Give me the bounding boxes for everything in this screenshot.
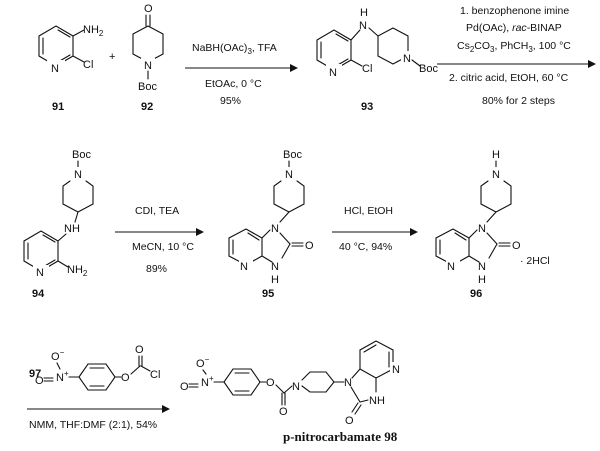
compound-98-label: p-nitrocarbamate 98 — [283, 429, 398, 444]
piperidine-nitrogen-label: N — [285, 169, 293, 181]
piperidine-hydrogen-label: H — [492, 149, 500, 161]
step4-reagent: HCl, EtOH — [344, 205, 393, 217]
nitro-oxygen2-label: O — [35, 375, 44, 387]
step4-conditions: 40 °C, 94% — [339, 241, 392, 253]
carbonyl-oxygen-label: O — [305, 240, 314, 252]
piperidine-nitrogen-label: N — [74, 169, 82, 181]
imidazolone-nh-label: NH — [369, 395, 385, 407]
reaction-arrow-3 — [115, 228, 204, 236]
step1-yield: 95% — [220, 95, 241, 107]
step2-yield: 80% for 2 steps — [482, 95, 555, 107]
compound-96-label: 96 — [470, 288, 482, 300]
plus-sign: + — [109, 51, 115, 63]
amine-label: NH2 — [67, 264, 88, 278]
chloro-label: Cl — [83, 59, 93, 71]
step5-conditions: NMM, THF:DMF (2:1), 54% — [29, 419, 157, 431]
pyridine-nitrogen-label: N — [51, 63, 59, 75]
amine-nitrogen-label: NH — [64, 223, 80, 235]
nitro-nitrogen-label: N+ — [56, 369, 69, 384]
compound-98-structure: O− N+ O O O N N N O NH — [180, 340, 404, 427]
boc-label: Boc — [419, 63, 438, 75]
pyridine-nitrogen-label: N — [36, 267, 44, 279]
amine-label: NH2 — [83, 24, 104, 38]
imidazolone-n3-label: N — [271, 261, 279, 273]
carbonyl-oxygen-label: O — [512, 240, 521, 252]
step2-line4: 2. citric acid, EtOH, 60 °C — [449, 72, 569, 84]
imidazolone-n3-label: N — [478, 261, 486, 273]
compound-94-structure: Boc N NH N NH2 — [23, 149, 94, 279]
imidazolone-carbonyl-oxygen-label: O — [345, 415, 354, 427]
pyridine-nitrogen-label: N — [392, 364, 400, 376]
imidazolone-n1-label: N — [478, 223, 486, 235]
compound-97-label: 97 — [29, 368, 41, 380]
step2-line3: Cs2CO3, PhCH3, 100 °C — [457, 40, 571, 54]
nitro-oxygen2-label: O — [180, 381, 189, 393]
step2-line1: 1. benzophenone imine — [460, 5, 569, 17]
pyridine-nitrogen-label: N — [240, 261, 248, 273]
piperidine-nitrogen-label: N — [492, 169, 500, 181]
boc-label: Boc — [138, 81, 157, 93]
ester-oxygen-label: O — [266, 377, 275, 389]
reaction-arrow-2 — [437, 60, 596, 68]
ester-oxygen-label: O — [121, 372, 130, 384]
piperidine-nitrogen-label: N — [403, 53, 411, 65]
carbonyl-oxygen-label: O — [135, 344, 144, 356]
nitro-oxygen-label: O− — [51, 348, 65, 363]
hcl-salt-label: · 2HCl — [520, 255, 550, 267]
compound-97-structure: 97 O− N+ O O O Cl — [29, 344, 160, 391]
step2-line2: Pd(OAc), rac-BINAP — [466, 22, 562, 34]
reaction-arrow-1 — [185, 64, 298, 72]
compound-94-label: 94 — [32, 288, 45, 300]
imidazolone-h-label: H — [271, 274, 279, 286]
nitro-nitrogen-label: N+ — [201, 374, 214, 389]
compound-93-label: 93 — [361, 101, 373, 113]
piperidine-nitrogen-label: N — [292, 381, 300, 393]
piperidine-nitrogen-label: N — [144, 60, 152, 72]
compound-96-structure: H N N O N N H · 2HCl — [435, 149, 550, 286]
step3-yield: 89% — [146, 263, 167, 275]
compound-95-structure: Boc N N O N N H — [228, 149, 314, 286]
compound-92-structure: O N Boc — [132, 3, 164, 93]
compound-92-label: 92 — [141, 101, 153, 113]
compound-91-structure: N NH2 Cl — [38, 24, 104, 75]
compound-91-label: 91 — [52, 101, 64, 113]
ketone-oxygen-label: O — [144, 3, 153, 15]
pyridine-nitrogen-label: N — [329, 67, 337, 79]
step1-reagent: NaBH(OAc)3, TFA — [192, 42, 277, 56]
chloro-label: Cl — [150, 369, 160, 381]
amine-hydrogen-label: H — [360, 7, 368, 19]
boc-label: Boc — [72, 149, 91, 161]
imidazolone-n1-label: N — [271, 223, 279, 235]
reaction-arrow-4 — [332, 228, 418, 236]
compound-93-structure: N Cl H N N Boc — [316, 7, 438, 79]
imidazolone-n1-label: N — [344, 377, 352, 389]
amine-nitrogen-label: N — [359, 20, 367, 32]
reaction-arrow-5 — [27, 405, 170, 413]
step3-solvent: MeCN, 10 °C — [132, 241, 194, 253]
imidazolone-h-label: H — [478, 274, 486, 286]
compound-95-label: 95 — [262, 288, 274, 300]
chloro-label: Cl — [362, 63, 372, 75]
carbamate-carbonyl-oxygen-label: O — [279, 406, 288, 418]
pyridine-nitrogen-label: N — [447, 261, 455, 273]
boc-label: Boc — [283, 149, 302, 161]
step3-reagent: CDI, TEA — [135, 205, 179, 217]
nitro-oxygen-label: O− — [196, 355, 210, 370]
step1-solvent: EtOAc, 0 °C — [205, 78, 262, 90]
